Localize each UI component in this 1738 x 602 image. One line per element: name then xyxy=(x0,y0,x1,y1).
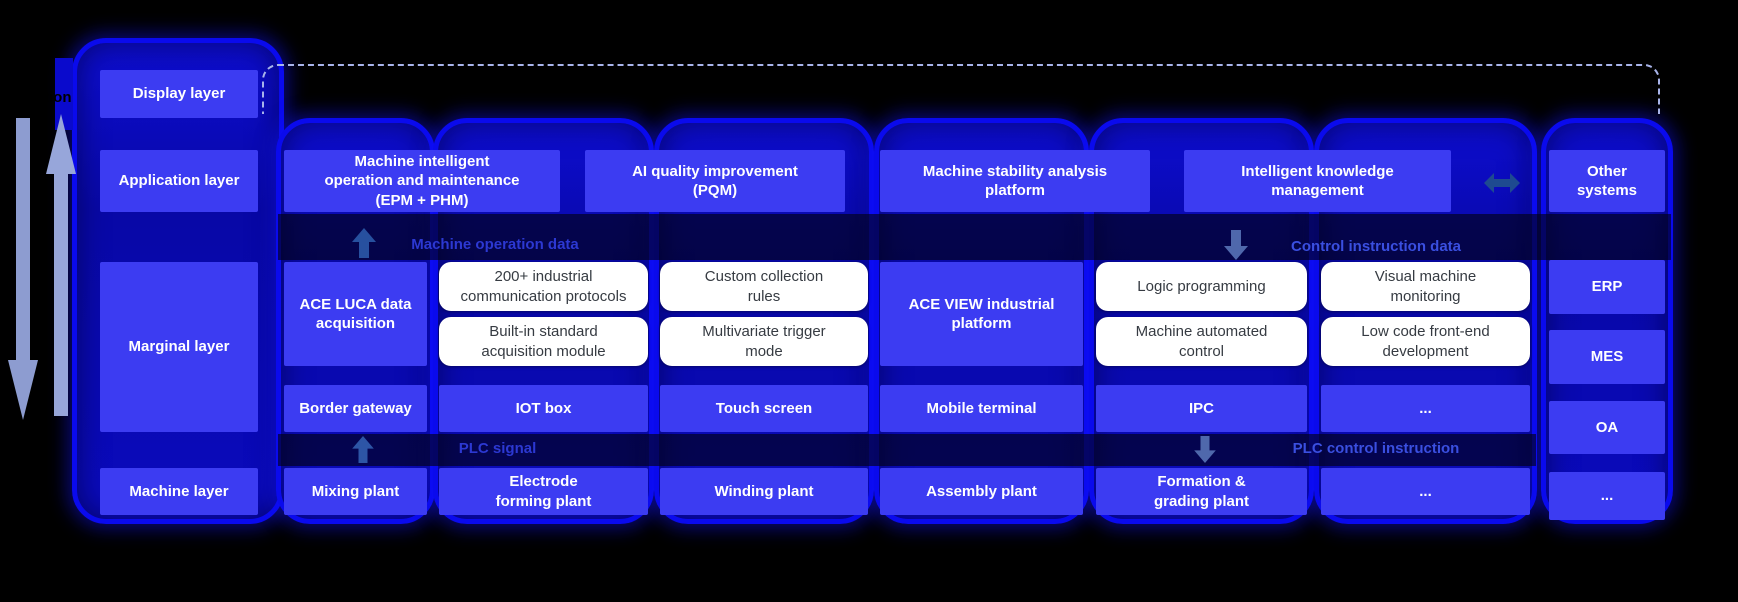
box-machine-ellipsis: ... xyxy=(1321,468,1530,515)
box-assembly-plant: Assembly plant xyxy=(880,468,1083,515)
data-flow-band-top xyxy=(278,214,1671,260)
box-pqm: AI quality improvement (PQM) xyxy=(585,150,845,212)
feature-box-visual-monitoring: Visual machine monitoring xyxy=(1321,262,1530,311)
box-mixing-plant: Mixing plant xyxy=(284,468,427,515)
flow-up-arrow-icon xyxy=(352,228,376,258)
box-device-ellipsis: ... xyxy=(1321,385,1530,432)
box-ace-luca: ACE LUCA data acquisition xyxy=(284,262,427,366)
down-arrow-icon xyxy=(8,118,38,420)
label-machine-operation-data: Machine operation data xyxy=(411,236,579,253)
dashed-connector-line xyxy=(262,64,1660,114)
box-machine-layer: Machine layer xyxy=(100,468,258,515)
feature-box-automated-control: Machine automated control xyxy=(1096,317,1307,366)
label-control-instruction-data: Control instruction data xyxy=(1291,238,1461,255)
box-erp: ERP xyxy=(1549,260,1665,314)
up-arrow-icon xyxy=(46,114,76,416)
box-marginal-layer: Marginal layer xyxy=(100,262,258,432)
box-external-ellipsis: ... xyxy=(1549,472,1665,520)
box-border-gateway: Border gateway xyxy=(284,385,427,432)
bidirectional-arrow-icon xyxy=(1484,173,1520,193)
box-oa: OA xyxy=(1549,401,1665,454)
box-mobile-terminal: Mobile terminal xyxy=(880,385,1083,432)
feature-box-low-code: Low code front-end development xyxy=(1321,317,1530,366)
clipped-edge-text: tion xyxy=(44,89,72,106)
box-formation-plant: Formation & grading plant xyxy=(1096,468,1307,515)
feature-box-logic-programming: Logic programming xyxy=(1096,262,1307,311)
box-touch-screen: Touch screen xyxy=(660,385,868,432)
box-ipc: IPC xyxy=(1096,385,1307,432)
box-winding-plant: Winding plant xyxy=(660,468,868,515)
box-stability: Machine stability analysis platform xyxy=(880,150,1150,212)
box-other-systems: Other systems xyxy=(1549,150,1665,212)
data-flow-band-bottom xyxy=(278,434,1536,466)
flow-up-arrow-icon xyxy=(352,436,374,463)
edge-glow xyxy=(55,58,73,130)
label-plc-control-instruction: PLC control instruction xyxy=(1292,440,1460,457)
flow-down-arrow-icon xyxy=(1224,230,1248,260)
feature-box-protocols: 200+ industrial communication protocols xyxy=(439,262,648,311)
box-electrode-plant: Electrode forming plant xyxy=(439,468,648,515)
box-iot-box: IOT box xyxy=(439,385,648,432)
box-display-layer: Display layer xyxy=(100,70,258,118)
box-knowledge: Intelligent knowledge management xyxy=(1184,150,1451,212)
flow-down-arrow-icon xyxy=(1194,436,1216,463)
box-epm-phm: Machine intelligent operation and mainte… xyxy=(284,150,560,212)
feature-box-multivariate: Multivariate trigger mode xyxy=(660,317,868,366)
box-ace-view: ACE VIEW industrial platform xyxy=(880,262,1083,366)
feature-box-builtin-module: Built-in standard acquisition module xyxy=(439,317,648,366)
label-plc-signal: PLC signal xyxy=(458,440,537,457)
feature-box-custom-rules: Custom collection rules xyxy=(660,262,868,311)
box-application-layer: Application layer xyxy=(100,150,258,212)
box-mes: MES xyxy=(1549,330,1665,384)
